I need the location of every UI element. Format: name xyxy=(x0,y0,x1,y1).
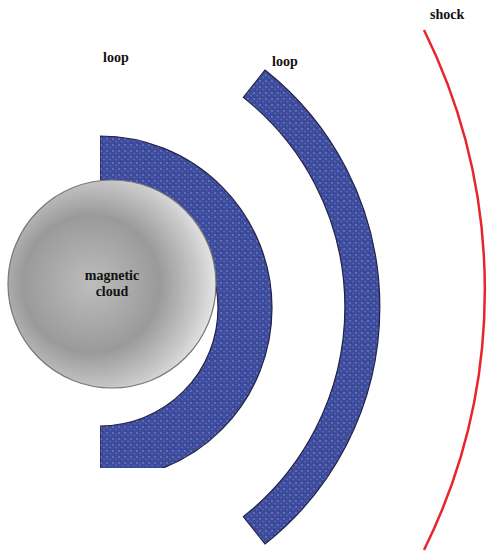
region-label: magnetic cloud xyxy=(73,268,151,300)
part-label: loop xyxy=(272,54,298,70)
magnetic-cloud-outline xyxy=(8,180,216,388)
part-label: loop xyxy=(103,50,129,66)
loop-band-outline xyxy=(243,70,380,544)
loop-band-shape xyxy=(235,50,385,550)
shock-front xyxy=(424,30,485,550)
part-label: shock xyxy=(430,7,464,23)
magnetic-cloud-shape xyxy=(6,178,218,390)
loop-band: loop xyxy=(235,50,385,550)
magnetic-cloud: magnetic cloud xyxy=(6,178,218,390)
